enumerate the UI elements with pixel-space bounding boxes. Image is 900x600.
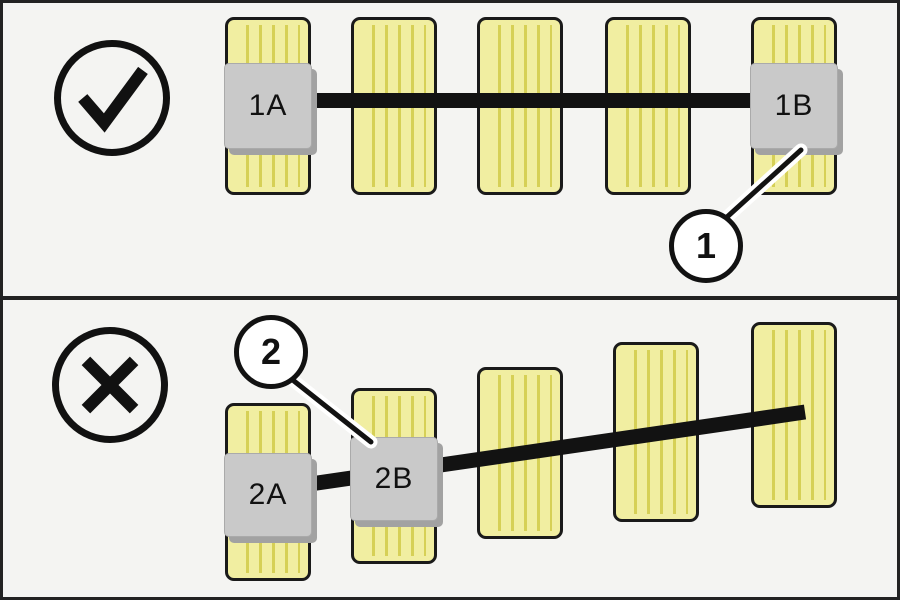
buckle-1a: 1A [224, 63, 312, 149]
buckle-2a-label: 2A [248, 478, 288, 511]
bale-stripes [762, 330, 826, 500]
strap-horizontal [263, 93, 808, 108]
callout-1: 1 [669, 209, 743, 283]
bale-stripes [624, 350, 688, 514]
correct-status-badge [54, 40, 170, 156]
buckle-2b-label: 2B [374, 462, 414, 495]
buckle-1b: 1B [750, 63, 838, 149]
buckle-2b: 2B [350, 437, 438, 521]
correct-panel: 1A 1B 1 [3, 3, 897, 300]
bale [751, 322, 837, 508]
incorrect-status-badge [52, 327, 168, 443]
bale-stripes [488, 375, 552, 531]
callout-2-number: 2 [260, 331, 282, 372]
callout-1-number: 1 [695, 225, 717, 266]
bale [613, 342, 699, 522]
cross-icon [81, 356, 139, 414]
buckle-1a-label: 1A [248, 89, 288, 122]
check-icon [78, 66, 148, 133]
callout-2: 2 [234, 315, 308, 389]
buckle-2a: 2A [224, 453, 312, 537]
incorrect-panel: 2A 2B 2 [3, 300, 897, 596]
bale [477, 367, 563, 539]
buckle-1b-label: 1B [774, 89, 814, 122]
